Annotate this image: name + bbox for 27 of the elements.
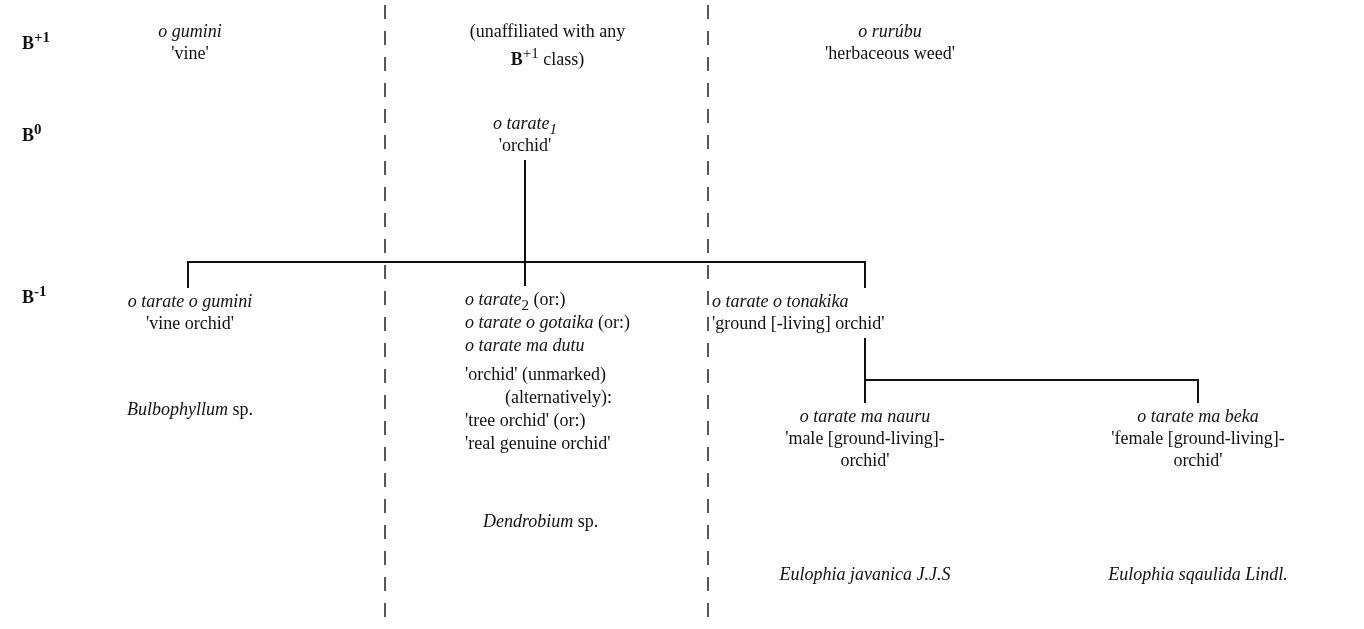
level-label: B$^{-1}$ [22, 282, 48, 308]
term-text: o gumini [157, 20, 223, 42]
level-label: B$^{+1}$ [22, 28, 52, 54]
term-text: o tarate ma nauru [798, 405, 932, 427]
gloss-text: 'male [ground-living]- orchid' [784, 427, 946, 471]
gloss-text: 'real genuine orchid' [465, 432, 612, 454]
term-text: o tarate o tonakika [712, 290, 850, 312]
term-text: o tarate ma beka [1136, 405, 1260, 427]
gloss-text: 'ground [-living] orchid' [712, 312, 886, 334]
note-text: (unaffiliated with any B$^{+1}$ class) [468, 20, 627, 70]
species-name: Eulophia javanica J.J.S [778, 563, 952, 585]
tree-line [864, 337, 1199, 404]
gloss-text: 'herbaceous weed' [824, 42, 956, 64]
level-label: B$^{0}$ [22, 120, 43, 146]
term-text: o rurúbu [857, 20, 923, 42]
gloss-text: 'tree orchid' (or:) [465, 409, 587, 431]
species-name: Bulbophyllum sp. [126, 398, 254, 420]
gloss-text: 'orchid' (unmarked) [465, 363, 607, 385]
gloss-text: (alternatively): [504, 386, 613, 408]
species-name: Eulophia sqaulida Lindl. [1107, 563, 1289, 585]
gloss-text: 'female [ground-living]-orchid' [1110, 427, 1286, 471]
tree-line [524, 159, 866, 289]
species-name: Dendrobium sp. [482, 510, 600, 532]
gloss-text: 'vine' [170, 42, 210, 64]
term-text: o tarate o gumini [126, 290, 254, 312]
term-text: o tarate ma dutu [465, 334, 586, 356]
gloss-text: 'vine orchid' [145, 312, 235, 334]
